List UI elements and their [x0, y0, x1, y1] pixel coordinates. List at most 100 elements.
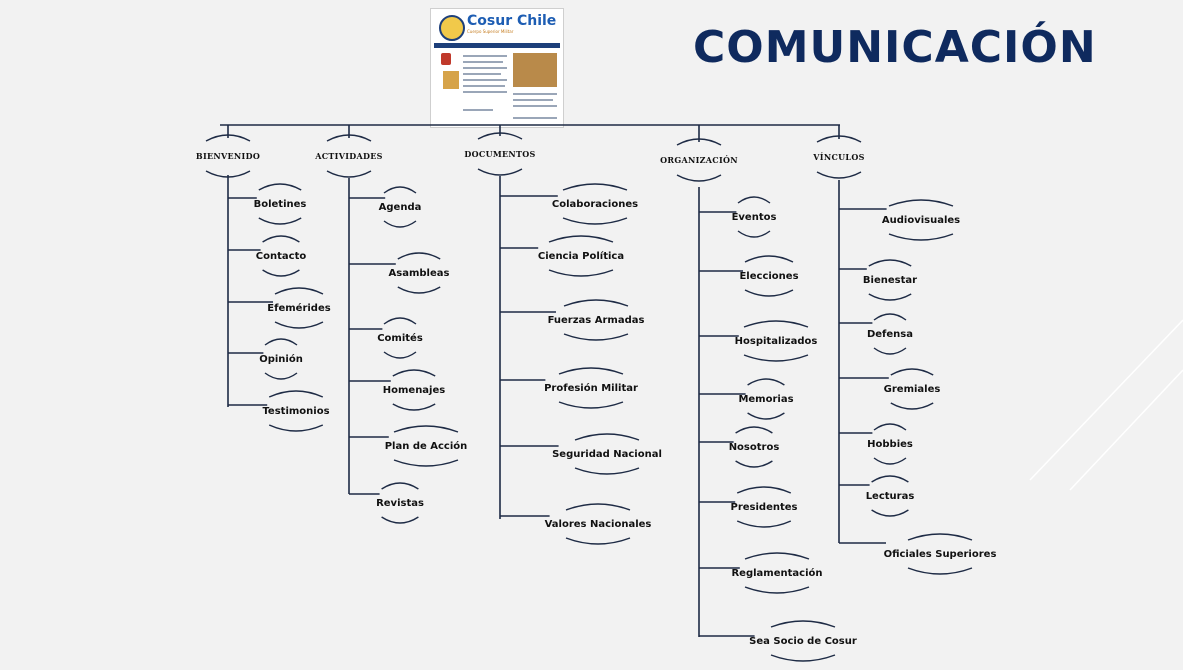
- category-lower-arc: [676, 174, 722, 182]
- thumbnail-subtitle: Cuerpo Superior Militar: [467, 29, 514, 34]
- item-lower-arc: [268, 424, 324, 432]
- item-label: Eventos: [732, 212, 777, 223]
- item-lower-arc: [383, 220, 417, 228]
- item-label: Memorias: [738, 394, 793, 405]
- item-upper-arc: [735, 426, 773, 434]
- category-label: DOCUMENTOS: [464, 149, 535, 159]
- item-upper-arc: [558, 367, 624, 375]
- item-upper-arc: [888, 199, 954, 207]
- item-label: Boletines: [254, 199, 307, 210]
- item-label: Hospitalizados: [735, 336, 818, 347]
- item-lower-arc: [907, 567, 973, 575]
- thumbnail-nav-bar: [434, 43, 560, 48]
- item-lower-arc: [868, 293, 912, 301]
- category-label: BIENVENIDO: [196, 151, 260, 161]
- item-lower-arc: [890, 402, 934, 410]
- thumbnail-text-line: [463, 67, 507, 69]
- item-label: Efemérides: [267, 302, 330, 314]
- item-label: Oficiales Superiores: [884, 549, 997, 560]
- thumbnail-text-line: [463, 55, 507, 57]
- item-upper-arc: [383, 317, 417, 325]
- item-label: Valores Nacionales: [545, 519, 652, 530]
- thumbnail-title: Cosur Chile: [467, 13, 557, 29]
- item-lower-arc: [871, 509, 909, 517]
- item-lower-arc: [743, 354, 809, 362]
- item-lower-arc: [558, 401, 624, 409]
- item-label: Presidentes: [731, 502, 798, 513]
- category-upper-arc: [477, 132, 523, 140]
- item-upper-arc: [890, 368, 934, 376]
- item-upper-arc: [873, 313, 907, 321]
- item-upper-arc: [562, 183, 628, 191]
- item-lower-arc: [744, 289, 794, 297]
- item-lower-arc: [548, 269, 614, 277]
- thumbnail-text-line: [513, 93, 557, 95]
- thumbnail-text-line: [463, 73, 501, 75]
- website-thumbnail: Cosur Chile Cuerpo Superior Militar: [430, 8, 564, 128]
- item-lower-arc: [392, 403, 436, 411]
- item-label: Sea Socio de Cosur: [749, 636, 857, 647]
- item-lower-arc: [770, 654, 836, 662]
- category-upper-arc: [326, 134, 372, 142]
- item-upper-arc: [868, 259, 912, 267]
- thumbnail-painting: [513, 53, 557, 87]
- item-label: Audiovisuales: [882, 215, 960, 226]
- category-upper-arc: [205, 134, 251, 142]
- item-upper-arc: [737, 196, 771, 204]
- item-label: Opinión: [259, 353, 303, 365]
- item-label: Nosotros: [729, 442, 780, 453]
- item-label: Lecturas: [866, 491, 915, 502]
- item-label: Asambleas: [389, 268, 450, 279]
- item-lower-arc: [736, 520, 792, 528]
- thumbnail-text-line: [513, 105, 557, 107]
- item-label: Hobbies: [867, 439, 913, 450]
- item-lower-arc: [562, 217, 628, 225]
- item-upper-arc: [274, 287, 324, 295]
- item-upper-arc: [264, 338, 298, 346]
- item-label: Plan de Acción: [385, 440, 468, 452]
- item-lower-arc: [393, 459, 459, 467]
- item-label: Revistas: [376, 498, 424, 509]
- item-upper-arc: [574, 433, 640, 441]
- category-lower-arc: [816, 171, 862, 179]
- item-label: Comités: [377, 332, 423, 344]
- category-lower-arc: [477, 168, 523, 176]
- decorative-line: [1029, 319, 1183, 481]
- item-lower-arc: [258, 217, 302, 225]
- item-upper-arc: [563, 299, 629, 307]
- shield-icon: [441, 53, 451, 65]
- item-lower-arc: [873, 347, 907, 355]
- thumbnail-text-line: [463, 79, 507, 81]
- decorative-line: [1069, 369, 1183, 491]
- category-upper-arc: [676, 138, 722, 146]
- item-upper-arc: [907, 533, 973, 541]
- slide-title: COMUNICACIÓN: [693, 22, 1097, 73]
- category-upper-arc: [816, 135, 862, 143]
- item-label: Defensa: [867, 329, 913, 340]
- item-label: Fuerzas Armadas: [548, 315, 645, 326]
- thumbnail-image: [443, 71, 459, 89]
- item-lower-arc: [262, 269, 300, 277]
- item-upper-arc: [871, 475, 909, 483]
- item-label: Elecciones: [739, 271, 798, 282]
- item-upper-arc: [770, 620, 836, 628]
- thumbnail-text-line: [463, 109, 493, 111]
- item-upper-arc: [548, 235, 614, 243]
- item-label: Gremiales: [884, 384, 941, 395]
- item-label: Ciencia Política: [538, 250, 624, 262]
- item-upper-arc: [383, 186, 417, 194]
- item-upper-arc: [744, 552, 810, 560]
- item-lower-arc: [383, 351, 417, 359]
- item-upper-arc: [258, 183, 302, 191]
- item-lower-arc: [744, 586, 810, 594]
- item-lower-arc: [873, 457, 907, 465]
- category-lower-arc: [326, 170, 372, 178]
- item-upper-arc: [736, 486, 792, 494]
- category-label: ACTIVIDADES: [314, 151, 382, 161]
- item-lower-arc: [274, 321, 324, 329]
- item-lower-arc: [735, 460, 773, 468]
- item-upper-arc: [565, 503, 631, 511]
- thumbnail-text-line: [463, 91, 507, 93]
- logo-icon: [439, 15, 465, 41]
